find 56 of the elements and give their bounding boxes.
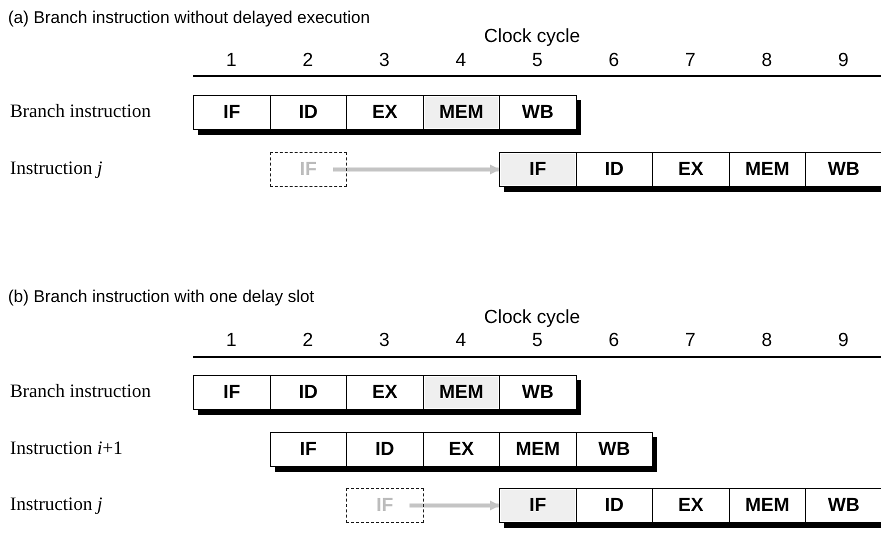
pipeline-stage-box: WB: [576, 432, 653, 467]
pipeline-stage-box: ID: [576, 488, 653, 523]
pipeline-stage-box: WB: [499, 375, 576, 410]
pipeline-stage-box: EX: [346, 375, 424, 410]
pipeline-stage-box: IF: [499, 488, 576, 523]
cycle-number: 4: [454, 330, 468, 352]
row-label: Instruction i+1: [10, 438, 123, 460]
row-label: Instruction j: [10, 494, 102, 516]
pipeline-stage-box: ID: [270, 95, 347, 130]
cycle-number: 1: [224, 50, 238, 72]
cycle-number: 6: [607, 50, 620, 72]
cycle-number: 4: [454, 50, 468, 72]
arrow: [410, 500, 500, 510]
pipeline-stage-box: ID: [576, 152, 653, 187]
cycle-number: 8: [760, 50, 774, 72]
cycle-number: 8: [760, 330, 774, 352]
pipeline-stage-box: ID: [270, 375, 347, 410]
cycle-number: 7: [684, 50, 697, 72]
pipeline-stage-box: IF: [270, 432, 347, 467]
pipeline-stage-box: EX: [652, 488, 730, 523]
arrow: [333, 164, 500, 174]
row-label: Instruction j: [10, 158, 102, 180]
pipeline-stage-box: MEM: [728, 488, 806, 523]
cycle-number: 1: [224, 330, 238, 352]
pipeline-stage-box: WB: [805, 152, 881, 187]
row-label: Branch instruction: [10, 381, 151, 403]
pipeline-stage-box: EX: [346, 95, 424, 130]
pipeline-stage-box: ID: [346, 432, 424, 467]
section-title: (a) Branch instruction without delayed execution: [8, 8, 370, 28]
row-label: Branch instruction: [10, 101, 151, 123]
pipeline-stage-box: IF: [499, 152, 576, 187]
pipeline-stage-box: MEM: [422, 95, 500, 130]
pipeline-stage-box: MEM: [422, 375, 500, 410]
cycle-number: 2: [301, 50, 314, 72]
pipeline-stage-box: MEM: [499, 432, 576, 467]
cycle-number: 6: [607, 330, 620, 352]
cycle-number: 3: [378, 330, 391, 352]
pipeline-stage-box: IF: [193, 375, 270, 410]
pipeline-stage-box: MEM: [728, 152, 806, 187]
cycle-number: 5: [530, 50, 544, 72]
skipped-stage-box: IF: [346, 488, 424, 523]
axis-title: Clock cycle: [484, 307, 580, 329]
section-title: (b) Branch instruction with one delay slot: [8, 287, 314, 307]
cycle-number: 7: [684, 330, 697, 352]
axis-title: Clock cycle: [484, 26, 580, 48]
cycle-number: 5: [530, 330, 544, 352]
pipeline-stage-box: EX: [422, 432, 500, 467]
cycle-number: 9: [836, 50, 850, 72]
cycle-number: 3: [378, 50, 391, 72]
skipped-stage-box: IF: [270, 152, 347, 187]
cycle-number: 2: [301, 330, 314, 352]
cycle-number: 9: [836, 330, 850, 352]
pipeline-stage-box: WB: [499, 95, 576, 130]
pipeline-stage-box: IF: [193, 95, 270, 130]
pipeline-stage-box: EX: [652, 152, 730, 187]
pipeline-stage-box: WB: [805, 488, 881, 523]
